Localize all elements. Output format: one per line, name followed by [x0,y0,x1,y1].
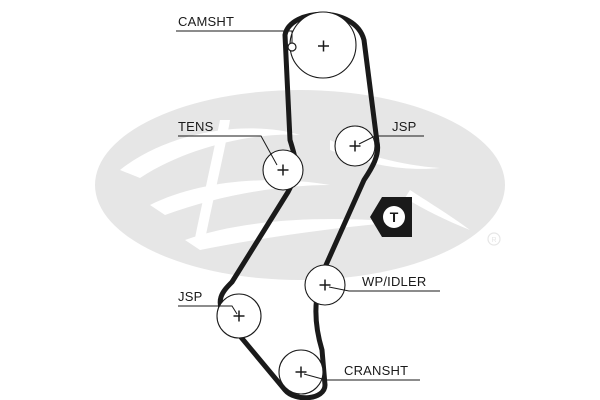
leader-jsp-upper [358,135,424,145]
tool-marker-letter: T [390,209,399,225]
leader-cransht [303,373,420,381]
tool-marker-icon: T [370,197,412,237]
leader-tens [178,135,278,166]
timing-belt [217,11,381,400]
jockey-pulley-upper [334,125,376,167]
leader-camsht [176,30,293,43]
label-tens: TENS [178,119,214,134]
camshaft-pulley [287,11,357,79]
leader-jsp-lower [178,305,238,315]
timing-mark-icon [287,42,297,52]
label-jsp-lower: JSP [178,289,202,304]
tensioner-pulley [262,149,304,191]
label-cransht: CRANSHT [344,363,408,378]
crankshaft-pulley [278,349,324,395]
label-jsp-upper: JSP [392,119,416,134]
water-pump-idler-pulley [304,264,346,306]
jockey-pulley-lower [216,293,262,339]
gates-logo-watermark: R [95,90,505,280]
leader-wp-idler [328,286,440,292]
label-wp-idler: WP/IDLER [362,274,426,289]
label-camsht: CAMSHT [178,14,234,29]
svg-text:R: R [491,237,496,244]
